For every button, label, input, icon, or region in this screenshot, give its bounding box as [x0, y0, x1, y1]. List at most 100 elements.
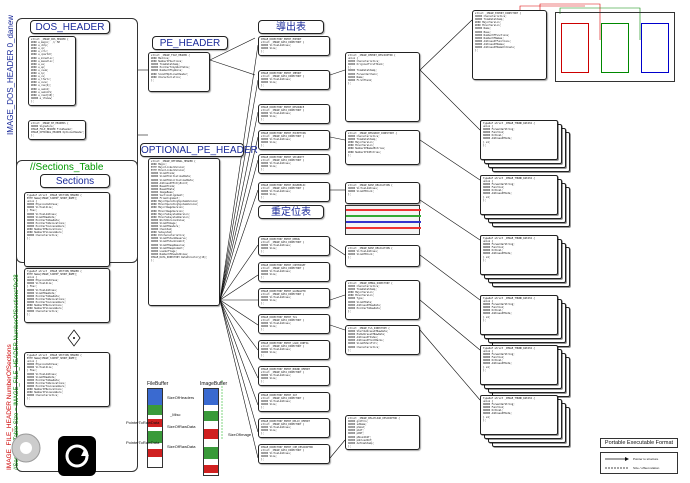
struct-row: };	[31, 99, 34, 103]
struct-row: DWORD SizeOfRawData;	[27, 291, 56, 295]
struct-row: DWORD FirstThunk;	[348, 78, 373, 82]
refresh-logo	[58, 436, 96, 476]
struct-row: struct _IMAGE_TLS_DIRECTORY {	[348, 327, 390, 330]
struct-row: DWORD EndAddressOfRawData;	[348, 333, 386, 337]
struct-row: DWORD TimeDateStamp;	[348, 138, 377, 142]
struct-row: DWORD VirtualAddress;	[261, 244, 292, 248]
data-directory-name: IMAGE_DIRECTORY_ENTRY_GLOBALPTR	[261, 290, 306, 293]
legend-arrow-desc: Pointer to structure	[633, 457, 659, 461]
struct-row: DWORD AddressOfData;	[483, 412, 512, 416]
struct-row: DWORD ForwarderString;	[483, 128, 515, 132]
struct-row: typedef struct _IMAGE_SECTION_HEADER {	[27, 270, 82, 273]
struct-row: DWORD StartAddressOfRawData;	[348, 330, 389, 334]
struct-row: WORD MinorVersion;	[475, 24, 501, 28]
struct-row: DWORD Size;	[261, 455, 277, 459]
file-buffer-title: FileBuffer	[147, 381, 169, 387]
struct-row: };	[261, 50, 264, 54]
struct-row: struct _IMAGE_DATA_DIRECTORY {	[261, 371, 305, 375]
struct-row: BYTE Name[IMAGE_SIZEOF_SHORT_NAME];	[27, 357, 78, 361]
struct-row: };	[483, 143, 486, 147]
struct-row: DWORD VirtualAddress;	[27, 212, 58, 216]
struct-row: WORD e_magic; // MZ	[31, 41, 60, 45]
struct-row: struct _IMAGE_DATA_DIRECTORY {	[261, 345, 305, 349]
struct-row: DWORD Type;	[348, 297, 364, 301]
struct-row: WORD MinorImageVersion;	[151, 209, 185, 213]
struct-row: struct _IMAGE_DATA_DIRECTORY {	[261, 159, 305, 163]
struct-row: struct _IMAGE_RESOURCE_DIRECTORY {	[348, 132, 397, 135]
dos-side-label: IMAGE_DOS_HEADER 0_danew	[6, 14, 15, 135]
struct-row: DWORD AddressOfData;	[483, 137, 512, 141]
struct-row: union {	[483, 240, 494, 244]
dos-header-struct: struct _IMAGE_DOS_HEADER {WORD e_magic; …	[28, 36, 76, 106]
struct-row: struct _IMAGE_DEBUG_DIRECTORY {	[348, 282, 393, 285]
struct-row: IMAGE_FILE_HEADER FileHeader;	[31, 128, 73, 132]
struct-row: union {	[27, 276, 38, 280]
dos-header-title: DOS_HEADER	[30, 20, 110, 34]
struct-row: };	[483, 198, 486, 202]
struct-row: typedef struct _IMAGE_THUNK_DATA32 {	[483, 122, 535, 125]
struct-row: WORD e_sp;	[31, 65, 46, 69]
sections-table-title: //Sections_Table	[30, 162, 104, 173]
struct-row: union {	[483, 350, 494, 354]
struct-row: WORD e_minalloc;	[31, 56, 55, 60]
struct-row: BYTE Name[IMAGE_SIZEOF_SHORT_NAME];	[27, 273, 78, 277]
struct-row: DWORD Size;	[261, 115, 277, 119]
struct-row: typedef struct _IMAGE_THUNK_DATA32 {	[483, 297, 535, 300]
struct-row: DWORD OriginalFirstThunk;	[348, 63, 384, 67]
struct-row: union {	[483, 180, 494, 184]
struct-row: };	[261, 118, 264, 122]
struct-row: };	[348, 193, 351, 197]
struct-row: DWORD PointerToRelocations;	[27, 381, 66, 385]
struct-row: DWORD Function;	[483, 131, 505, 135]
data-directory-name: IMAGE_DIRECTORY_ENTRY_DELAY_IMPORT	[261, 420, 310, 423]
struct-row: WORD e_cblp;	[31, 44, 49, 48]
data-directory-name: IMAGE_DIRECTORY_ENTRY_IMPORT	[261, 72, 302, 75]
struct-row: union {	[27, 360, 38, 364]
struct-row: WORD e_ip;	[31, 72, 46, 76]
struct-row: };	[261, 406, 264, 410]
resource-directory-struct: struct _IMAGE_RESOURCE_DIRECTORY { DWORD …	[345, 130, 420, 165]
struct-row: DWORD AddressOfIndex;	[348, 336, 379, 340]
export-table-title: 導出表	[258, 20, 324, 34]
struct-row: WORD e_ovno;	[31, 81, 49, 85]
struct-row: DWORD VirtualAddress;	[261, 374, 292, 378]
base-relocation-struct-1: struct _IMAGE_BASE_RELOCATION {DWORD Vir…	[345, 182, 420, 204]
struct-row: };	[483, 318, 486, 322]
refresh-icon	[65, 444, 89, 468]
struct-row: };	[261, 458, 264, 462]
struct-row: DWORD VirtualSize;	[27, 366, 53, 370]
struct-row: BYTE MajorLinkerVersion;	[151, 166, 186, 170]
struct-row: DWORD PointerToRawData;	[27, 294, 61, 298]
struct-row: };	[348, 256, 351, 260]
struct-row: WORD e_cp;	[31, 47, 46, 51]
struct-row: DWORD Function;	[483, 306, 505, 310]
struct-row: WORD MajorVersion;	[475, 21, 501, 25]
struct-row: WORD MinorVersion;	[348, 294, 374, 298]
struct-row: DWORD AddressOfNameOrdinals;	[475, 46, 516, 50]
file-header-struct: struct _IMAGE_FILE_HEADER {WORD Machine;…	[148, 52, 210, 92]
legend-arrow-icon	[605, 457, 629, 469]
struct-row: DWORD SizeOfStackReserve;	[151, 237, 187, 241]
struct-row: };	[348, 309, 351, 313]
struct-row: DWORD Size;	[261, 47, 277, 51]
struct-row: } u1;	[483, 255, 491, 259]
optional-pe-header-title: OPTIONAL_PE_HEADER	[140, 143, 258, 157]
struct-row: struct _IMAGE_FILE_HEADER {	[151, 54, 190, 57]
struct-row: DWORD TimeDateStamp;	[475, 18, 504, 22]
struct-row: DWORD AddressOfData;	[483, 252, 512, 256]
openrce-logo-icon	[11, 433, 41, 463]
struct-row: WORD e_oeminfo;	[31, 90, 53, 94]
data-directory-name: IMAGE_DIRECTORY_ENTRY_BASERELOC	[261, 184, 306, 187]
struct-row: DWORD TimeDateStamp;	[348, 69, 377, 73]
struct-row: DWORD SizeOfZeroFill;	[348, 342, 379, 346]
struct-row: WORD Magic;	[151, 163, 167, 167]
struct-row: DWORD Characteristics;	[475, 15, 507, 19]
struct-row: struct _IMAGE_DATA_DIRECTORY {	[261, 267, 305, 271]
struct-row: };	[483, 418, 486, 422]
struct-row: DWORD PhysicalAddress;	[27, 363, 59, 367]
